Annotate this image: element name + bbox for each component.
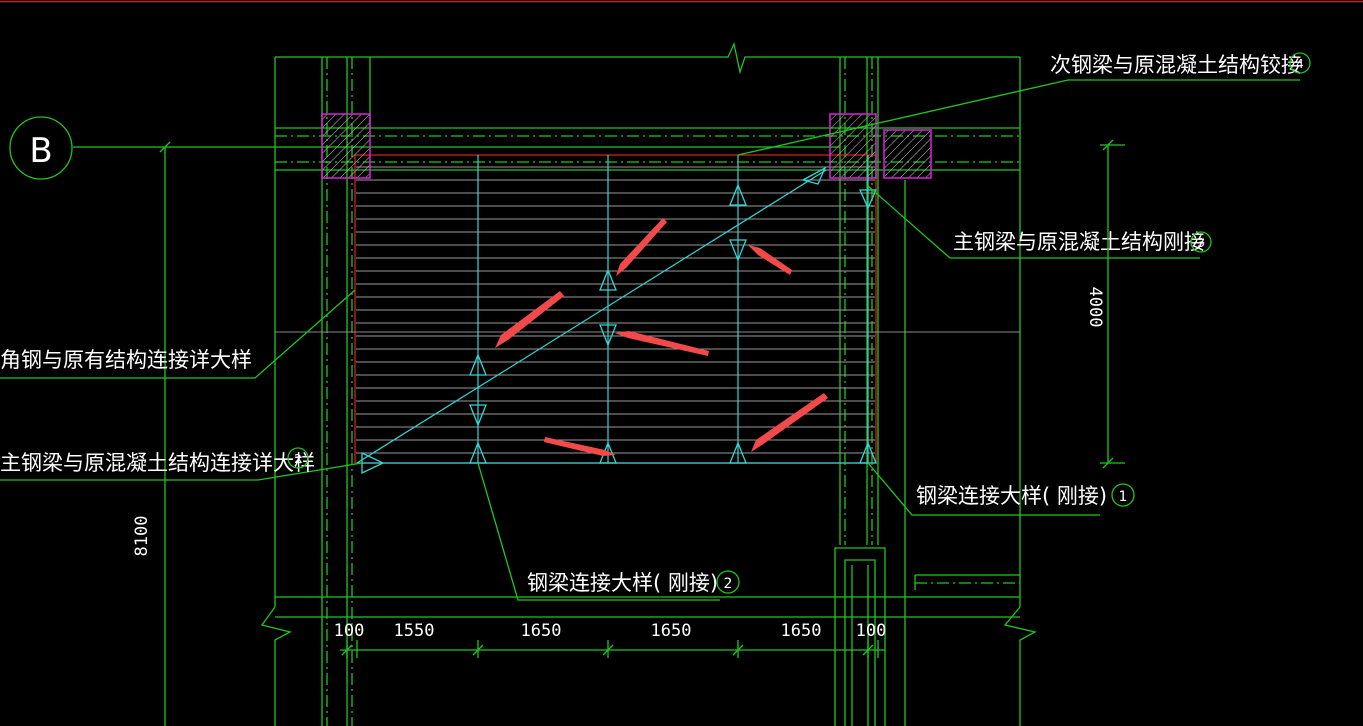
axis-label: B <box>29 131 52 171</box>
dim-4000: 4000 <box>1085 287 1105 328</box>
column-right <box>829 113 877 179</box>
red-arrow <box>748 245 792 275</box>
annotations: 次钢梁与原混凝土结构铰接 4 主钢梁与原混凝土结构刚接 3 角钢与原有结构连接详… <box>0 52 1311 595</box>
slab-area <box>275 154 1020 464</box>
ref-circle <box>1111 483 1135 507</box>
concrete-columns <box>321 113 932 179</box>
ref-circle <box>716 570 740 594</box>
marker-down <box>858 189 878 210</box>
dim-100-left: 100 <box>334 621 365 641</box>
column-left <box>321 113 371 179</box>
ref-number: 2 <box>294 452 302 466</box>
marker-down <box>469 404 487 427</box>
dim-8100: 8100 <box>132 516 152 557</box>
red-arrow <box>495 291 564 348</box>
label-main-connection: 主钢梁与原混凝土结构连接详大样 <box>0 451 315 475</box>
marker-down <box>729 239 747 262</box>
grid-axis-b: B <box>9 116 73 180</box>
marker-up <box>729 183 747 206</box>
ref-number: 1 <box>1119 489 1128 505</box>
steel-beams <box>356 155 869 464</box>
dimension-right: 4000 <box>1085 139 1125 469</box>
ref-number: 4 <box>1296 57 1304 71</box>
marker-up <box>599 268 617 291</box>
dimension-left: 8100 <box>132 516 152 557</box>
dim-1650-c: 1650 <box>781 621 822 641</box>
dimension-bottom: 100 1550 1650 1650 1650 100 <box>334 621 887 658</box>
marker-down <box>599 324 617 347</box>
ref-number: 3 <box>1197 236 1205 250</box>
diagonal-beam <box>356 169 827 464</box>
red-arrow <box>615 331 709 356</box>
dim-1650-b: 1650 <box>651 621 692 641</box>
axis-bubble <box>9 116 73 180</box>
dim-1650-a: 1650 <box>521 621 562 641</box>
marker-up <box>469 353 487 376</box>
label-beam-rigid-bottom: 钢梁连接大样( 刚接) <box>527 571 718 595</box>
label-main-rigid: 主钢梁与原混凝土结构刚接 <box>953 230 1205 254</box>
marker-diag <box>801 166 827 185</box>
label-angle-steel: 角钢与原有结构连接详大样 <box>0 348 252 372</box>
dim-100-right: 100 <box>856 621 887 641</box>
label-secondary-hinge: 次钢梁与原混凝土结构铰接 <box>1050 53 1302 77</box>
label-beam-rigid-right: 钢梁连接大样( 刚接) <box>916 484 1107 508</box>
leader-lines <box>0 79 1300 601</box>
callout-arrows <box>495 218 828 456</box>
column-right-2 <box>883 129 932 179</box>
ref-circle <box>1190 231 1212 253</box>
red-arrow <box>616 218 667 276</box>
red-arrow <box>544 437 616 456</box>
red-arrow <box>751 393 828 452</box>
marker-up <box>729 441 747 464</box>
dim-1550: 1550 <box>394 621 435 641</box>
ref-circle <box>287 447 309 469</box>
ref-circle <box>1289 52 1311 74</box>
ref-number: 2 <box>724 576 733 592</box>
